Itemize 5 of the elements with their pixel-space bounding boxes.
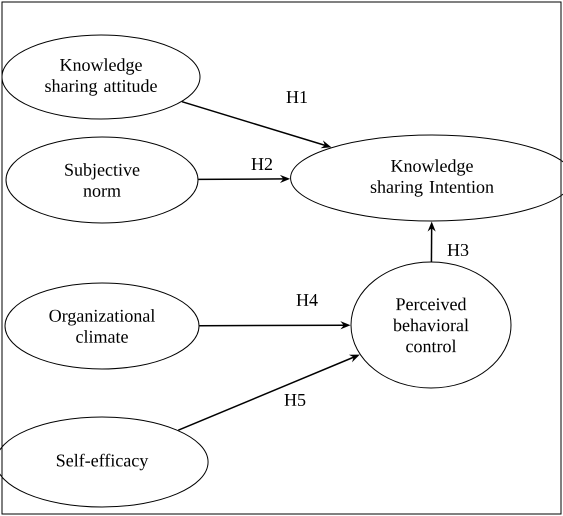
edge-label: H3 xyxy=(446,242,470,258)
edge-label: H1 xyxy=(285,90,309,104)
edge-label: H2 xyxy=(250,157,274,171)
edge-label: H4 xyxy=(295,293,319,307)
edge-label: H5 xyxy=(283,393,307,407)
